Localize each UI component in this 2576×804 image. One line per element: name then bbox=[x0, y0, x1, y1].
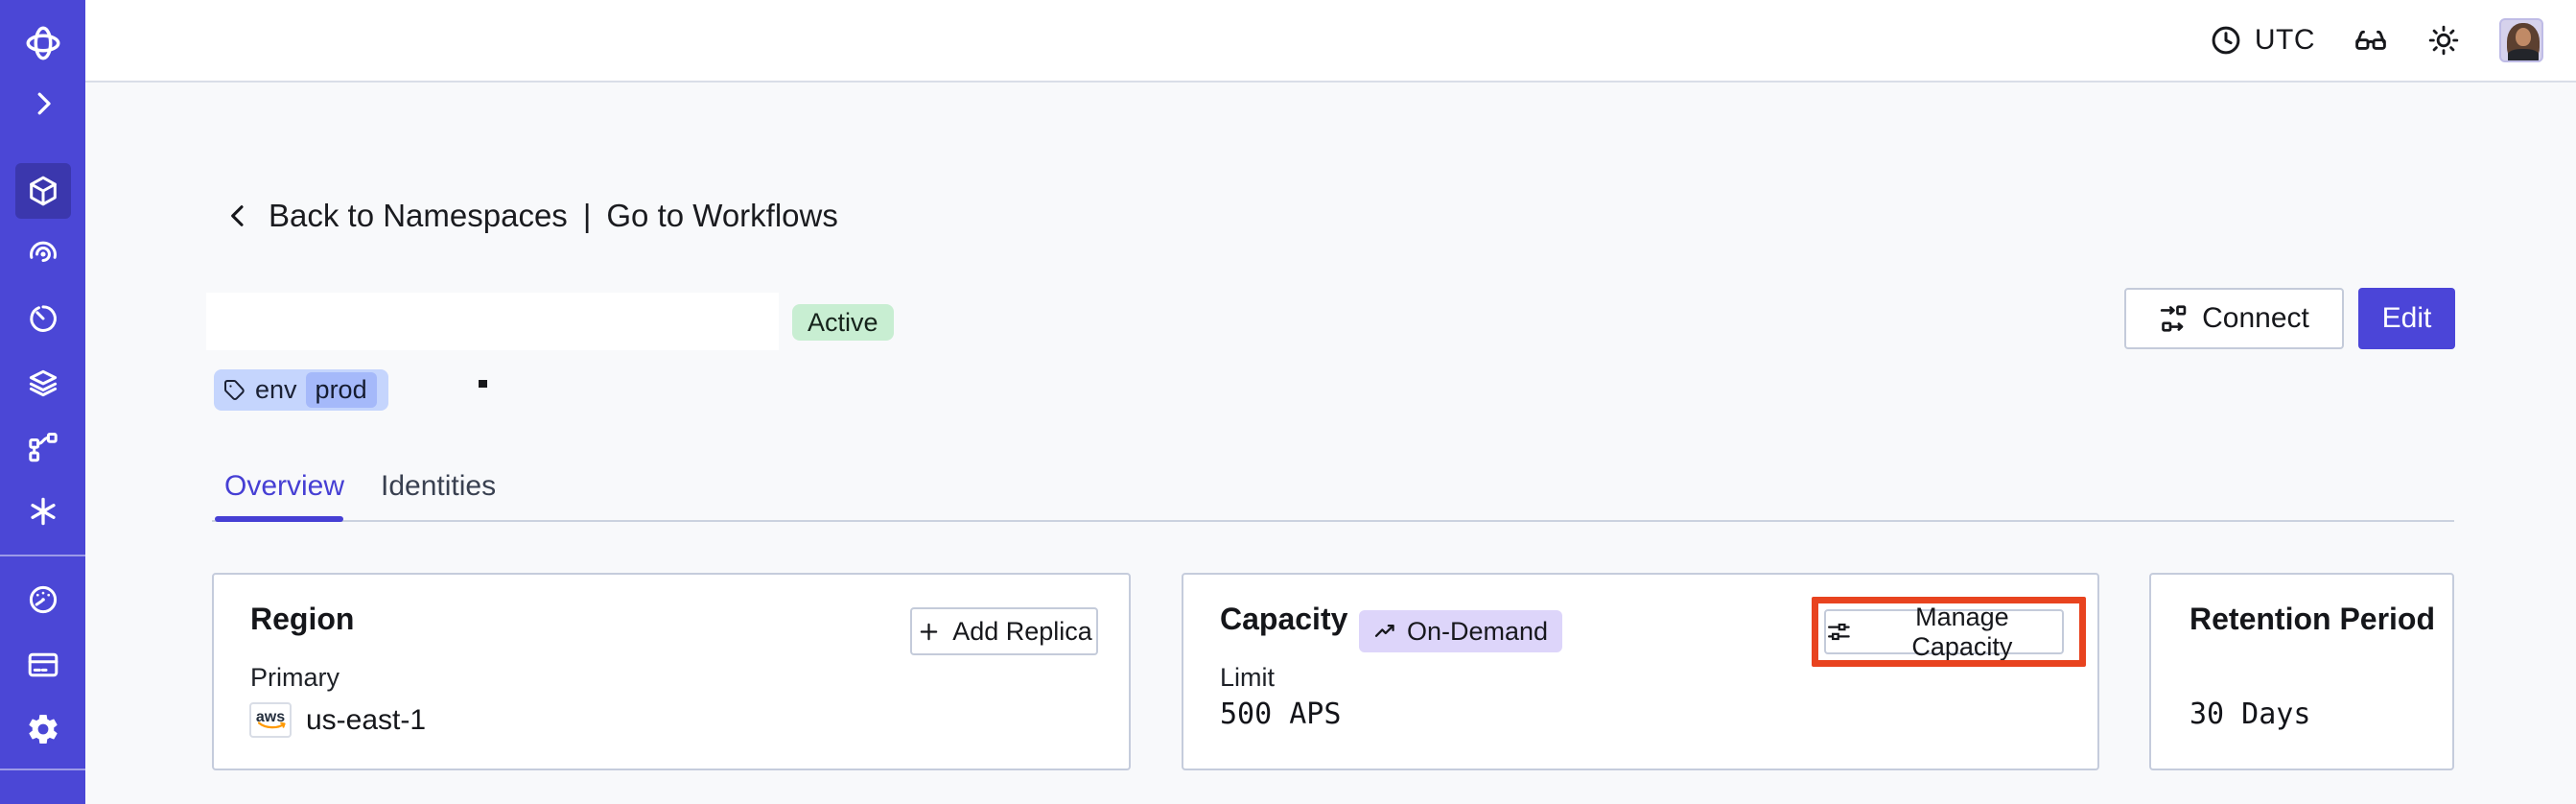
deployments-layers-icon bbox=[29, 369, 57, 397]
sidebar-item-workflows[interactable] bbox=[0, 226, 85, 282]
sidebar-item-schedules[interactable] bbox=[0, 291, 85, 346]
region-card-title: Region bbox=[250, 602, 355, 636]
clock-icon bbox=[2212, 26, 2240, 55]
sidebar-item-nexus[interactable] bbox=[0, 484, 85, 539]
workflows-spiral-icon bbox=[29, 241, 57, 262]
go-to-workflows-link[interactable]: Go to Workflows bbox=[606, 198, 838, 233]
region-value: us-east-1 bbox=[306, 703, 427, 736]
manage-capacity-button[interactable]: Manage Capacity bbox=[1824, 603, 2064, 661]
status-badge: Active bbox=[792, 304, 894, 341]
nav-sidebar bbox=[0, 0, 85, 804]
connect-button[interactable]: Connect bbox=[2124, 288, 2344, 349]
sidebar-item-support[interactable] bbox=[0, 791, 85, 804]
temporal-logo[interactable] bbox=[0, 15, 85, 71]
connect-flow-icon bbox=[2160, 305, 2187, 332]
breadcrumb: Back to Namespaces | Go to Workflows bbox=[222, 198, 838, 234]
usage-gauge-icon bbox=[29, 585, 57, 614]
glasses-labs-icon[interactable] bbox=[2354, 23, 2388, 58]
billing-card-icon bbox=[28, 652, 58, 677]
limit-value: 500 APS bbox=[1220, 698, 1342, 731]
chevron-left-icon bbox=[231, 205, 244, 226]
aws-provider-icon: aws bbox=[249, 702, 292, 738]
top-bar: UTC bbox=[85, 0, 2576, 83]
retention-card-title: Retention Period bbox=[2190, 602, 2436, 636]
user-avatar[interactable] bbox=[2499, 18, 2543, 62]
aws-smile-arrow bbox=[258, 721, 286, 729]
namespace-tag[interactable]: env prod bbox=[214, 369, 388, 411]
sidebar-item-deployments[interactable] bbox=[0, 355, 85, 411]
sidebar-divider bbox=[0, 769, 85, 770]
breadcrumb-separator: | bbox=[582, 198, 592, 233]
primary-region-row: aws us-east-1 bbox=[249, 702, 426, 738]
tag-icon bbox=[223, 379, 245, 400]
sidebar-item-namespaces[interactable] bbox=[0, 163, 85, 219]
active-tab-underline bbox=[215, 516, 343, 522]
retention-value: 30 Days bbox=[2190, 698, 2311, 731]
sidebar-item-billing[interactable] bbox=[0, 637, 85, 693]
timezone-selector[interactable]: UTC bbox=[2209, 23, 2315, 58]
avatar-face bbox=[2516, 28, 2531, 46]
capacity-card-title: Capacity bbox=[1220, 602, 1348, 636]
tag-value-chip: prod bbox=[305, 372, 377, 408]
region-card: Region Add Replica Primary aws us-east-1 bbox=[212, 573, 1131, 770]
sidebar-item-usage[interactable] bbox=[0, 572, 85, 627]
namespace-title-redacted bbox=[206, 293, 779, 350]
settings-gear-icon bbox=[28, 714, 58, 744]
edit-button[interactable]: Edit bbox=[2358, 288, 2455, 349]
add-replica-button[interactable]: Add Replica bbox=[910, 607, 1098, 655]
tab-identities[interactable]: Identities bbox=[381, 470, 497, 502]
tab-overview[interactable]: Overview bbox=[224, 470, 345, 502]
sidebar-divider bbox=[0, 555, 85, 556]
timezone-label: UTC bbox=[2254, 24, 2315, 56]
tabs-divider bbox=[212, 520, 2454, 522]
tag-key: env bbox=[255, 375, 297, 404]
sidebar-expand-chevron-icon[interactable] bbox=[0, 76, 85, 131]
capacity-card: Capacity On-Demand Manage Capacity Limit… bbox=[1182, 573, 2099, 770]
limit-label: Limit bbox=[1220, 663, 1276, 692]
trending-up-icon bbox=[1374, 625, 1394, 637]
namespaces-cube-icon bbox=[29, 176, 57, 206]
sidebar-item-settings[interactable] bbox=[0, 701, 85, 757]
brightness-theme-icon[interactable] bbox=[2426, 23, 2461, 58]
retention-card: Retention Period 30 Days bbox=[2149, 573, 2454, 770]
namespace-title-text-artifact bbox=[479, 380, 487, 388]
primary-label: Primary bbox=[250, 663, 340, 692]
batch-operations-branch-icon bbox=[28, 433, 58, 462]
sliders-icon bbox=[1828, 623, 1850, 641]
plus-icon bbox=[920, 623, 938, 640]
back-to-namespaces-link[interactable]: Back to Namespaces bbox=[269, 198, 568, 233]
nexus-asterisk-icon bbox=[30, 497, 56, 526]
schedules-timer-icon bbox=[29, 305, 57, 332]
sidebar-item-batch-operations[interactable] bbox=[0, 419, 85, 475]
on-demand-badge: On-Demand bbox=[1359, 610, 1563, 652]
avatar-shirt bbox=[2508, 49, 2539, 60]
